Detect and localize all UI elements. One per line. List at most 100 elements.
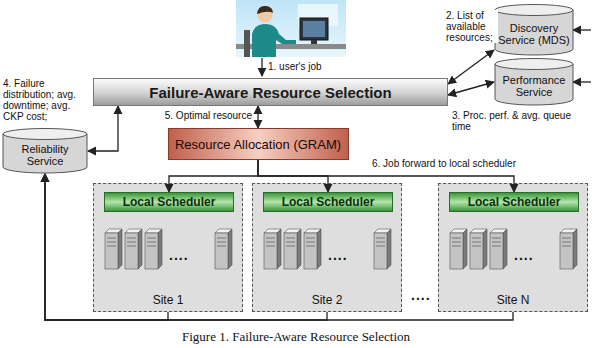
server-slot — [217, 238, 226, 239]
server-slot — [107, 242, 116, 243]
ellipsis: .... — [328, 247, 348, 263]
connector — [169, 160, 258, 192]
server-slot — [127, 246, 136, 247]
scheduler-box: Local Scheduler — [263, 192, 393, 212]
server-side — [118, 229, 122, 269]
server-front — [105, 233, 118, 269]
server-slot — [266, 246, 275, 247]
node-text: Performance Service — [494, 74, 574, 98]
server-slot — [286, 242, 295, 243]
user-body — [252, 24, 296, 57]
user-illustration — [236, 0, 346, 57]
server-slot — [306, 246, 315, 247]
server-slot — [472, 238, 481, 239]
server-side — [463, 229, 467, 269]
server-side — [387, 229, 391, 269]
reliability-cylinder: Reliability Service — [2, 128, 88, 174]
edge-label: 2. List of available resources; — [446, 10, 498, 43]
cylinder-body — [495, 64, 573, 105]
server-slot — [452, 238, 461, 239]
feed-arrow — [573, 81, 591, 82]
server-front — [215, 233, 228, 269]
monitor-stand — [311, 40, 317, 44]
server-slot — [562, 238, 571, 239]
site-box: Site 1 Local Scheduler — [93, 183, 243, 312]
cylinder-top — [495, 5, 573, 16]
server-slot — [147, 238, 156, 239]
server-front — [125, 233, 138, 269]
server-side — [228, 229, 232, 269]
cylinder-top — [3, 129, 87, 140]
site-fill — [93, 183, 243, 312]
cylinder-body — [495, 10, 573, 55]
server-slot — [266, 238, 275, 239]
step-label: 1. user's job — [268, 61, 322, 72]
monitor — [300, 18, 328, 40]
server-front — [284, 233, 297, 269]
node-text: Site 2 — [253, 293, 401, 307]
server-slot — [306, 242, 315, 243]
server-slot — [452, 242, 461, 243]
connector — [88, 106, 118, 151]
allocation-box: Resource Allocation (GRAM) — [168, 128, 349, 160]
server-slot — [286, 238, 295, 239]
performance-cylinder: Performance Service — [494, 58, 574, 106]
server-slot — [492, 246, 501, 247]
selection-box: Failure-Aware Resource Selection — [93, 78, 448, 106]
server-slot — [266, 242, 275, 243]
server-slot — [376, 246, 385, 247]
scheduler-box: Local Scheduler — [104, 192, 234, 212]
server-side — [297, 229, 301, 269]
site-fill — [252, 183, 402, 312]
server-front — [560, 233, 573, 269]
node-text: Local Scheduler — [123, 195, 216, 209]
server-front — [490, 233, 503, 269]
ellipsis: .... — [169, 247, 189, 263]
server-slot — [472, 242, 481, 243]
server-front — [450, 233, 463, 269]
server-slot — [286, 246, 295, 247]
node-text: Resource Allocation (GRAM) — [175, 137, 341, 152]
server-side — [138, 229, 142, 269]
discovery-cylinder: Discovery Service (MDS) — [494, 4, 574, 56]
scheduler-box: Local Scheduler — [449, 192, 579, 212]
chair — [244, 30, 250, 57]
user-background — [236, 0, 346, 57]
server-slot — [376, 242, 385, 243]
connector — [257, 106, 258, 128]
server-slot — [147, 242, 156, 243]
connector — [448, 50, 494, 84]
server-side — [573, 229, 577, 269]
node-text: Discovery Service (MDS) — [494, 22, 574, 46]
server-slot — [306, 238, 315, 239]
server-slot — [217, 246, 226, 247]
edge-label: 5. Optimal resource — [150, 110, 252, 121]
server-side — [317, 229, 321, 269]
server-front — [264, 233, 277, 269]
edge-label: 6. Job forward to local scheduler — [372, 158, 516, 169]
server-slot — [492, 238, 501, 239]
node-text: Site 1 — [94, 293, 242, 307]
server-slot — [562, 242, 571, 243]
node-text: Failure-Aware Resource Selection — [149, 84, 391, 101]
cylinder-top — [495, 59, 573, 70]
server-slot — [147, 246, 156, 247]
ellipsis: .... — [514, 247, 534, 263]
server-slot — [562, 246, 571, 247]
server-side — [483, 229, 487, 269]
server-slot — [107, 238, 116, 239]
site-fill — [438, 183, 588, 312]
monitor-screen — [303, 21, 325, 37]
site-box: Site NLocal Scheduler — [438, 183, 588, 312]
connector — [45, 174, 513, 320]
node-text: Reliability Service — [2, 143, 88, 167]
server-slot — [492, 242, 501, 243]
server-slot — [107, 246, 116, 247]
user-hair — [257, 6, 273, 14]
server-side — [503, 229, 507, 269]
server-slot — [376, 238, 385, 239]
edge-label: 4. Failure distribution; avg. downtime; … — [3, 78, 91, 122]
connector — [448, 82, 494, 95]
feed-arrow — [573, 29, 591, 30]
